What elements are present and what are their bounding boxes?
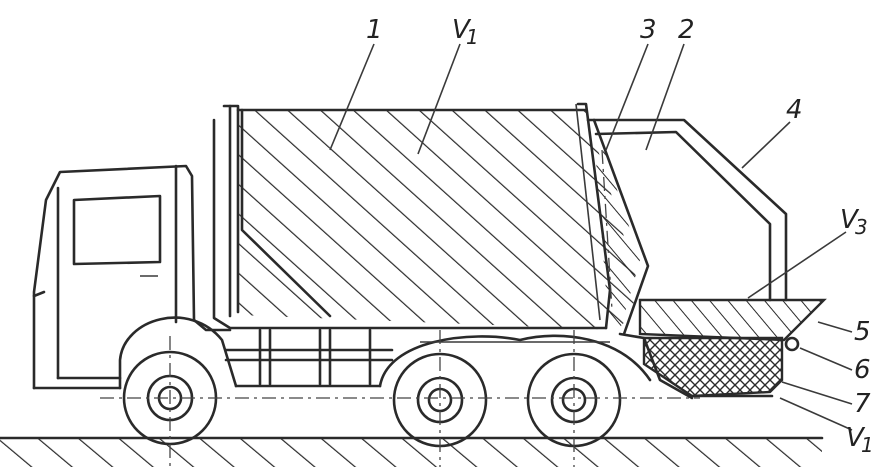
- svg-text:V: V: [452, 15, 472, 45]
- label-v1-bottom: V 1: [846, 423, 874, 457]
- svg-text:2: 2: [678, 15, 695, 45]
- loader-tailgate: [586, 118, 788, 336]
- svg-text:5: 5: [854, 317, 871, 347]
- svg-text:3: 3: [855, 215, 868, 239]
- svg-text:6: 6: [854, 355, 871, 385]
- svg-text:7: 7: [854, 389, 871, 419]
- svg-text:V: V: [846, 423, 866, 453]
- label-v1-top: V 1: [452, 15, 479, 49]
- chassis: [118, 316, 652, 390]
- svg-text:1: 1: [366, 15, 383, 45]
- svg-text:3: 3: [640, 15, 657, 45]
- hopper: [618, 298, 827, 400]
- label-4: 4: [786, 95, 803, 125]
- label-5: 5: [854, 317, 871, 347]
- container-body: [212, 102, 640, 330]
- leader-lines: [329, 43, 853, 431]
- ground: [0, 436, 824, 467]
- svg-text:1: 1: [861, 433, 874, 457]
- label-2: 2: [678, 15, 695, 45]
- label-7: 7: [854, 389, 871, 419]
- svg-text:4: 4: [786, 95, 803, 125]
- label-v3: V 3: [840, 205, 868, 239]
- svg-text:V: V: [840, 205, 860, 235]
- center-lines: [100, 330, 700, 467]
- label-1: 1: [366, 15, 383, 45]
- label-3: 3: [640, 15, 657, 45]
- svg-text:1: 1: [466, 25, 479, 49]
- cab: [32, 164, 196, 390]
- label-6: 6: [854, 355, 871, 385]
